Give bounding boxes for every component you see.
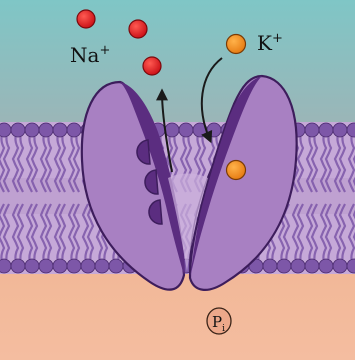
lipid-head (39, 259, 53, 273)
lipid-head (305, 259, 319, 273)
lipid-head (305, 123, 319, 137)
lipid-head (25, 123, 39, 137)
potassium-ion-1 (227, 35, 246, 54)
sodium-ion-3 (143, 57, 161, 75)
lipid-head (11, 123, 25, 137)
lipid-head (165, 123, 179, 137)
lipid-head (53, 123, 67, 137)
lipid-head (333, 123, 347, 137)
lipid-head (109, 259, 123, 273)
lipid-head (291, 259, 305, 273)
lipid-head (207, 123, 221, 137)
lipid-head (67, 123, 81, 137)
lipid-head (277, 259, 291, 273)
sodium-ion-2 (129, 20, 147, 38)
lipid-head (11, 259, 25, 273)
lipid-head (0, 259, 11, 273)
lipid-head (319, 123, 333, 137)
lipid-head (179, 123, 193, 137)
potassium-ion-2 (227, 161, 246, 180)
lipid-head (263, 259, 277, 273)
lipid-head (333, 259, 347, 273)
lipid-head (53, 259, 67, 273)
sodium-ion-1 (77, 10, 95, 28)
lipid-head (81, 259, 95, 273)
lipid-head (319, 259, 333, 273)
lipid-head (0, 123, 11, 137)
lipid-head (25, 259, 39, 273)
lipid-head (95, 259, 109, 273)
lipid-head (67, 259, 81, 273)
lipid-head (39, 123, 53, 137)
